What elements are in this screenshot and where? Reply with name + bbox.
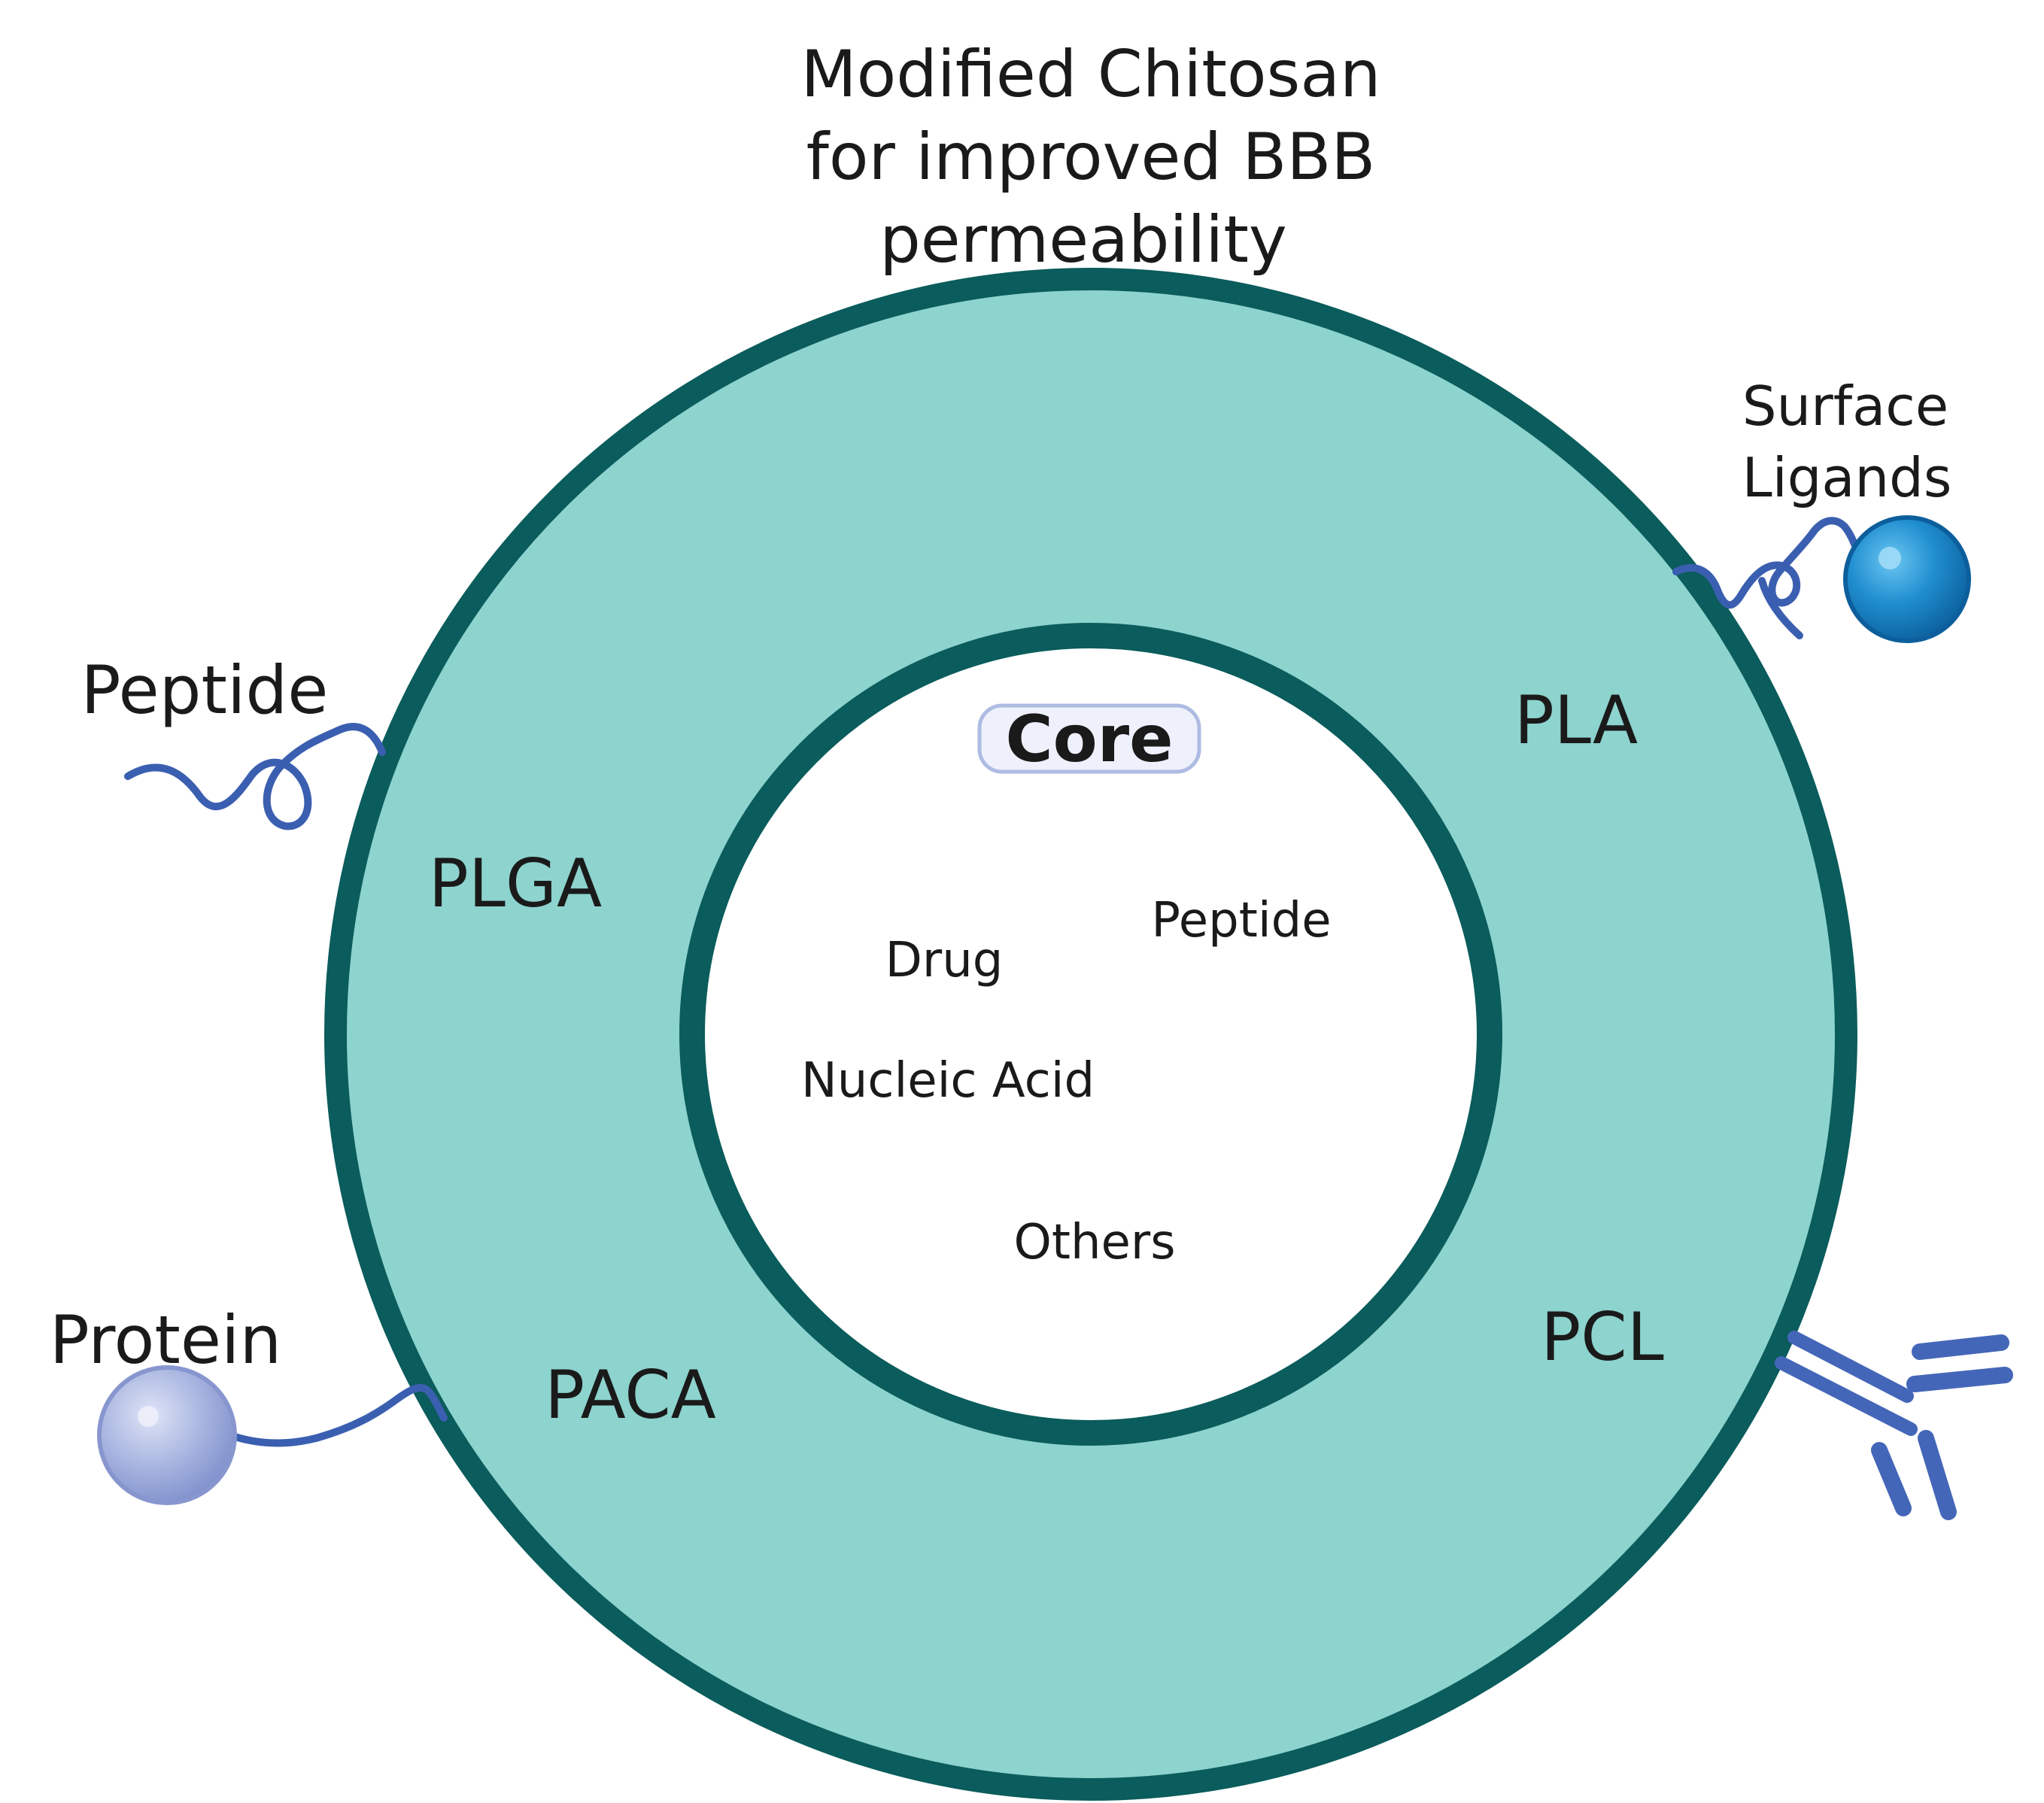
core-item-peptide: Peptide: [1151, 893, 1331, 949]
protein-sphere-highlight: [138, 1406, 159, 1427]
peptide-strand-icon: [124, 723, 386, 830]
ligand-strand-icon: [1672, 517, 1866, 609]
core-label-pill: [977, 703, 1201, 774]
polymer-label-plga: PLGA: [429, 845, 602, 922]
attachment-label-surface-ligands-line-1: Surface: [1742, 375, 1948, 438]
antibody-arm-upper-inner: [1912, 1334, 2009, 1360]
protein-tether-icon: [231, 1383, 448, 1447]
core-label: Core: [1006, 702, 1174, 777]
antibody-arm-lower-inner: [1871, 1442, 1912, 1516]
inner-core: [679, 623, 1502, 1446]
diagram-title: Modified Chitosan for improved BBB perme…: [800, 37, 1380, 278]
antibody-stem-outer: [1775, 1356, 1918, 1436]
antibody-stem-inner: [1787, 1331, 1914, 1403]
polymer-label-pcl: PCL: [1541, 1298, 1664, 1376]
ligand-sphere-icon: [1843, 515, 1971, 643]
protein-sphere-icon: [97, 1365, 237, 1505]
antibody-arm-lower-outer: [1918, 1430, 1957, 1520]
title-line-2: for improved BBB: [806, 120, 1376, 195]
core-item-nucleic-acid: Nucleic Acid: [801, 1053, 1095, 1109]
ligand-sphere-highlight: [1878, 547, 1901, 569]
core-label-badge: Core: [977, 702, 1201, 777]
ligand-strand-branch: [1758, 577, 1803, 639]
polymer-label-pla: PLA: [1514, 681, 1638, 759]
title-line-3: permeability: [879, 202, 1287, 278]
antibody-icon: [1775, 1331, 2013, 1520]
attachment-label-peptide: Peptide: [81, 651, 329, 729]
core-item-drug: Drug: [885, 933, 1004, 988]
antibody-arm-upper-outer: [1906, 1367, 2013, 1392]
polymer-label-paca: PACA: [545, 1356, 716, 1434]
title-line-1: Modified Chitosan: [800, 37, 1380, 112]
attachment-label-surface-ligands-line-2: Ligands: [1742, 446, 1952, 509]
core-item-others: Others: [1013, 1215, 1175, 1270]
